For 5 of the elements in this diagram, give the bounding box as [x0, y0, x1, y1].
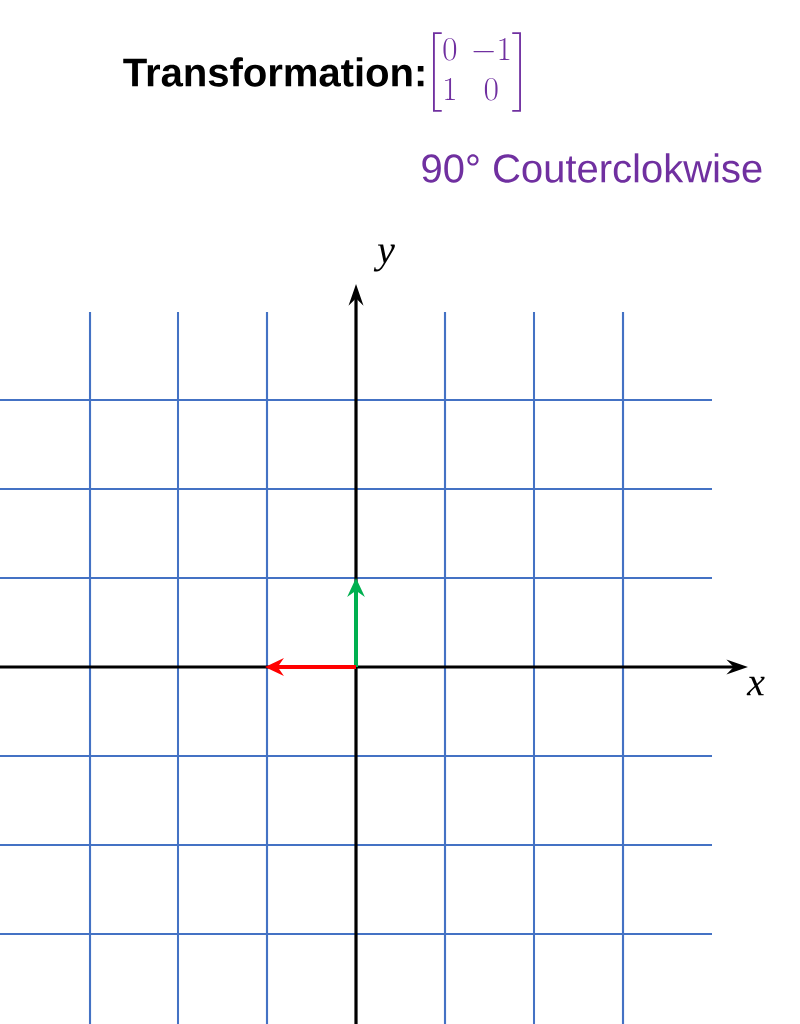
- matrix-formula: $\begin{bmatrix}0 & -1\\ 1 & 0\end{bmatrix}$: [433, 32, 521, 112]
- axis-label: x: [746, 676, 765, 696]
- title: Transformation:: [123, 57, 424, 87]
- axis-label: y: [373, 244, 395, 272]
- rotation-label: 90° Couterclokwise: [422, 153, 762, 183]
